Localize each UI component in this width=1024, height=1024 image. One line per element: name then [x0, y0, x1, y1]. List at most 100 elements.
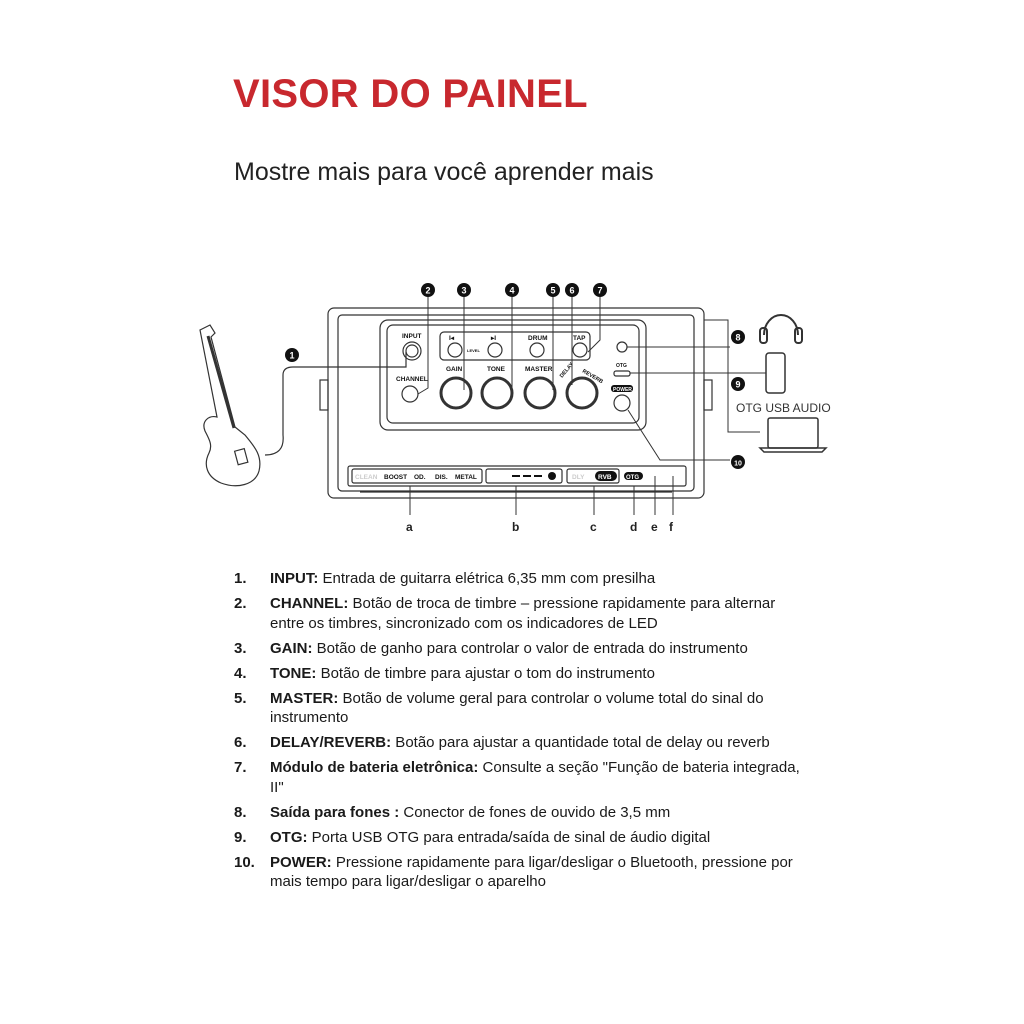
led-metal: METAL [455, 474, 477, 481]
item-label: DELAY/REVERB: [270, 734, 392, 751]
label-delay: DELAY [559, 361, 575, 379]
item-body: OTG: Porta USB OTG para entrada/saída de… [270, 828, 710, 848]
callout-number: 5 [550, 286, 555, 296]
led-clean: CLEAN [355, 474, 378, 481]
drum-button[interactable] [529, 342, 545, 358]
letter-c: c [590, 520, 597, 534]
item-label: GAIN: [270, 639, 313, 657]
list-item: 10. POWER: Pressione rapidamente para lig… [234, 853, 804, 892]
list-item: 9. OTG: Porta USB OTG para entrada/saída … [234, 828, 804, 848]
item-label: Módulo de bateria eletrônica: [270, 759, 479, 776]
item-label: POWER: [270, 853, 332, 871]
item-number: 9. [234, 828, 247, 846]
list-item: 4. TONE: Botão de timbre para ajustar o t… [234, 664, 804, 684]
list-item: 1.INPUT: Entrada de guitarra elétrica 6,… [234, 569, 804, 589]
tap-button[interactable] [572, 342, 588, 358]
item-label: TONE: [270, 664, 317, 682]
item-text: Consulte a seção "Função de bateria inte… [270, 759, 800, 796]
item-number: 8. [234, 803, 247, 821]
letter-a: a [406, 520, 413, 534]
power-button[interactable] [613, 394, 631, 412]
input-jack[interactable] [402, 341, 422, 361]
callout-circle [565, 283, 579, 297]
item-text: Botão de timbre para ajustar o tom do in… [316, 664, 655, 682]
item-body: DELAY/REVERB: Botão para ajustar a quant… [270, 733, 770, 753]
item-text: Entrada de guitarra elétrica 6,35 mm com… [318, 570, 656, 587]
amplifier-device [319, 307, 713, 499]
gain-knob[interactable] [439, 376, 473, 410]
callout-number: 3 [461, 286, 466, 296]
led-dis: DIS. [435, 474, 448, 481]
letter-f: f [669, 520, 674, 534]
item-body: MASTER: Botão de volume geral para contr… [270, 689, 804, 728]
item-label: CHANNEL: [270, 595, 349, 612]
prev-button[interactable] [447, 342, 463, 358]
item-text: Botão de troca de timbre – pressione rap… [270, 595, 776, 632]
list-item: 5. MASTER: Botão de volume geral para con… [234, 689, 804, 728]
otg-port[interactable] [613, 370, 631, 377]
item-number: 5. [234, 689, 247, 707]
headphone-jack[interactable] [616, 341, 628, 353]
feature-list: 1.INPUT: Entrada de guitarra elétrica 6,… [234, 569, 804, 897]
item-body: TONE: Botão de timbre para ajustar o tom… [270, 664, 655, 684]
item-body: Módulo de bateria eletrônica: Consulte a… [270, 758, 804, 797]
callout-number: 4 [509, 286, 514, 296]
label-power: POWER [613, 387, 632, 393]
callout-number: 6 [569, 286, 574, 296]
item-label: INPUT: [270, 570, 319, 587]
item-body: CHANNEL: Botão de troca de timbre – pres… [270, 594, 804, 633]
tone-knob[interactable] [480, 376, 514, 410]
master-knob[interactable] [523, 376, 557, 410]
item-number: 6. [234, 734, 247, 751]
led-dly: DLY [572, 474, 585, 481]
list-item: 2.CHANNEL: Botão de troca de timbre – pr… [234, 594, 804, 633]
callout-circle [546, 283, 560, 297]
phone-icon [765, 352, 786, 394]
label-gain: GAIN [446, 366, 463, 373]
item-text: Pressione rapidamente para ligar/desliga… [270, 853, 793, 891]
letter-d: d [630, 520, 637, 534]
label-tap: TAP [573, 335, 586, 342]
item-label: OTG: [270, 828, 308, 846]
led-otg: OTG [626, 475, 639, 481]
callout-circle [731, 377, 745, 391]
item-body: Saída para fones : Conector de fones de … [270, 803, 670, 823]
label-level: LEVEL [467, 348, 480, 353]
callout-circle [731, 330, 745, 344]
letter-b: b [512, 520, 519, 534]
label-tone: TONE [487, 366, 506, 373]
guitar-icon [199, 324, 261, 487]
label-input: INPUT [402, 333, 422, 340]
callout-circle [457, 283, 471, 297]
led-boost: BOOST [384, 474, 407, 481]
callout-number: 10 [734, 461, 742, 468]
callout-number: 2 [425, 286, 430, 296]
item-text: Botão de ganho para controlar o valor de… [312, 639, 748, 657]
item-number: 4. [234, 664, 247, 682]
label-channel: CHANNEL [396, 376, 428, 383]
letter-e: e [651, 520, 658, 534]
callout-circle [285, 348, 299, 362]
item-number: 3. [234, 639, 247, 657]
label-prev: I◂ [449, 335, 455, 342]
list-item: 6. DELAY/REVERB: Botão para ajustar a qua… [234, 733, 804, 753]
page-subtitle: Mostre mais para você aprender mais [234, 158, 654, 186]
list-item: 7. Módulo de bateria eletrônica: Consulte… [234, 758, 804, 797]
next-button[interactable] [487, 342, 503, 358]
callout-circle [593, 283, 607, 297]
item-body: INPUT: Entrada de guitarra elétrica 6,35… [270, 569, 655, 589]
callout-circle [421, 283, 435, 297]
delay-reverb-knob[interactable] [565, 376, 599, 410]
item-number: 10. [234, 853, 255, 871]
item-number: 7. [234, 759, 247, 776]
panel-diagram: INPUT CHANNEL I◂ ▸I DRUM TAP LEVEL GAIN … [199, 283, 831, 534]
label-master: MASTER [525, 366, 553, 373]
item-text: Conector de fones de ouvido de 3,5 mm [399, 803, 671, 821]
item-text: Porta USB OTG para entrada/saída de sina… [307, 828, 711, 846]
callout-number: 7 [597, 286, 602, 296]
callout-number: 1 [289, 351, 294, 361]
list-item: 3. GAIN: Botão de ganho para controlar o … [234, 639, 804, 659]
list-item: 8. Saída para fones : Conector de fones d… [234, 803, 804, 823]
channel-button[interactable] [401, 385, 419, 403]
